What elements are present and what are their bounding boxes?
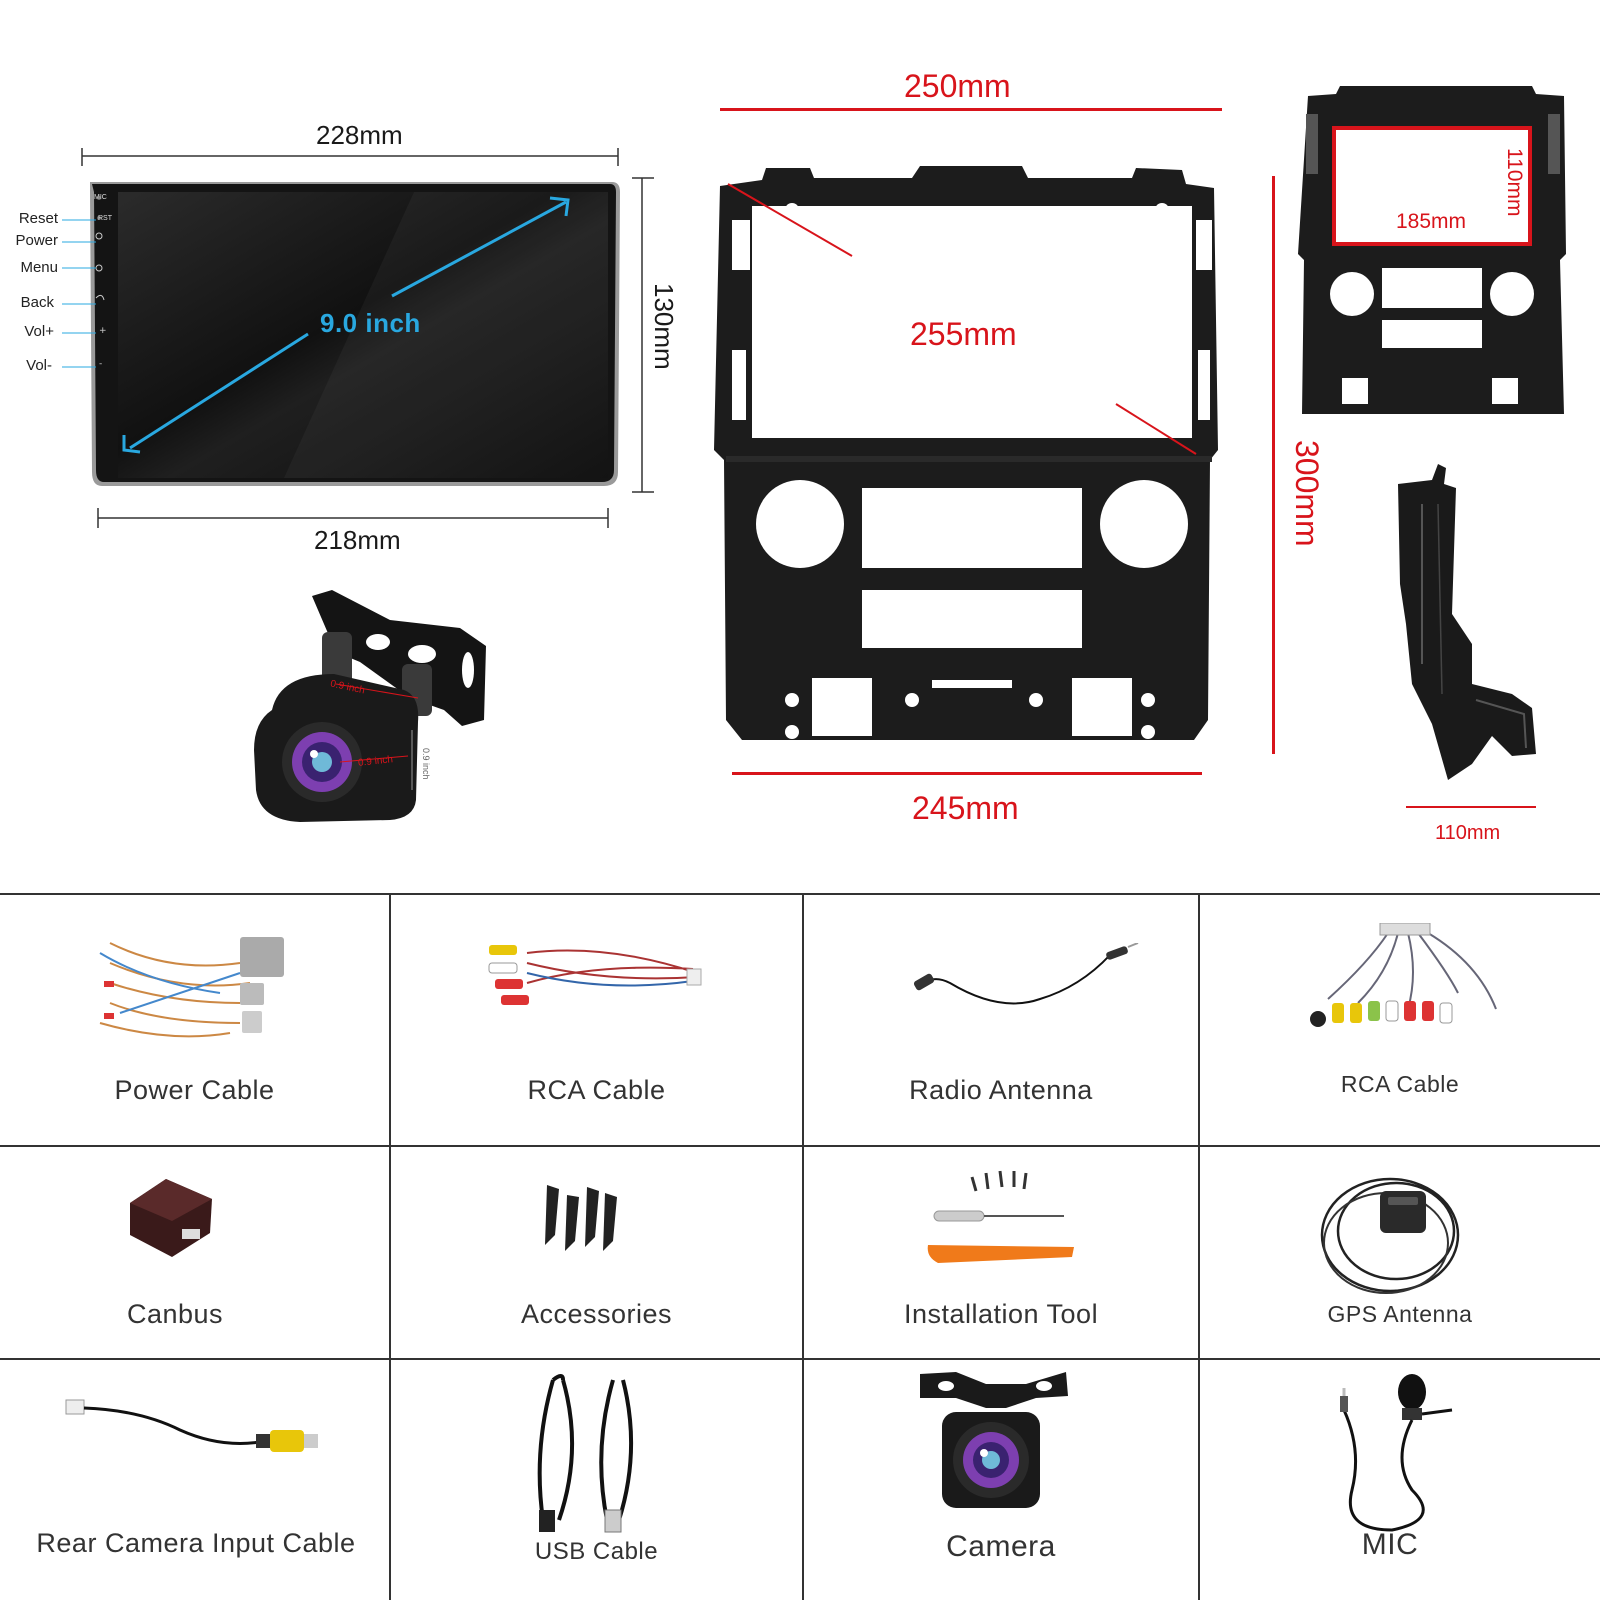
item-label: GPS Antenna bbox=[1327, 1301, 1473, 1327]
item-canbus: Canbus bbox=[0, 1147, 389, 1358]
item-label: RCA Cable bbox=[1340, 1071, 1460, 1097]
reset-label: Reset bbox=[18, 210, 58, 227]
power-cable-icon bbox=[99, 937, 284, 1038]
head-unit-height: 130mm bbox=[649, 283, 679, 370]
item-label: RCA Cable bbox=[527, 1075, 666, 1105]
tool-icon bbox=[927, 1170, 1074, 1263]
grid-line-row-2 bbox=[0, 1358, 1600, 1360]
clips-icon bbox=[545, 1185, 617, 1251]
backup-camera-photo bbox=[254, 590, 486, 822]
camera-cable-icon bbox=[65, 1399, 318, 1452]
item-label: Installation Tool bbox=[903, 1299, 1099, 1329]
grid-line-top bbox=[0, 893, 1600, 895]
canbus-icon bbox=[130, 1179, 212, 1257]
small-frame-inner-height: 110mm bbox=[1503, 148, 1526, 217]
item-usb-cable: USB Cable bbox=[391, 1360, 802, 1600]
item-label: Radio Antenna bbox=[909, 1075, 1093, 1105]
vol-up-label: Vol+ bbox=[24, 323, 54, 340]
frame-bottom-width: 245mm bbox=[912, 790, 1019, 826]
usb-cable-icon bbox=[537, 1374, 634, 1533]
small-frame-photo bbox=[1298, 86, 1566, 414]
rca-cable-icon bbox=[488, 945, 702, 1005]
item-label: Rear Camera Input Cable bbox=[36, 1528, 356, 1558]
grid-line-col-2 bbox=[802, 893, 804, 1600]
mic-mark: MIC bbox=[94, 194, 107, 201]
camera-icon bbox=[920, 1372, 1068, 1508]
item-mic: MIC bbox=[1200, 1360, 1600, 1600]
radio-antenna-icon bbox=[913, 943, 1139, 1005]
rst-mark: RST bbox=[98, 215, 112, 222]
button-leader-lines bbox=[62, 219, 96, 368]
frame-height: 300mm bbox=[1289, 440, 1325, 547]
grid-line-col-3 bbox=[1198, 893, 1200, 1600]
head-unit-bottom-width: 218mm bbox=[314, 525, 401, 555]
back-label: Back bbox=[20, 294, 54, 311]
bottom-width-dimension-line bbox=[97, 508, 609, 528]
svg-text:-: - bbox=[99, 359, 102, 369]
item-rca-cable-2: RCA Cable bbox=[1200, 893, 1600, 1145]
item-installation-tool: Installation Tool bbox=[804, 1147, 1198, 1358]
grid-line-col-1 bbox=[389, 893, 391, 1600]
item-gps-antenna: GPS Antenna bbox=[1200, 1147, 1600, 1358]
item-accessories: Accessories bbox=[391, 1147, 802, 1358]
accessories-grid: Power Cable RCA Cable Radio Antenna bbox=[0, 893, 1600, 1600]
item-label: Accessories bbox=[520, 1299, 673, 1329]
grid-line-row-1 bbox=[0, 1145, 1600, 1147]
power-label: Power bbox=[15, 232, 58, 249]
mic-icon bbox=[1340, 1374, 1453, 1532]
menu-label: Menu bbox=[20, 259, 58, 276]
head-unit-top-width: 228mm bbox=[316, 120, 403, 150]
item-rear-camera-input-cable: Rear Camera Input Cable bbox=[0, 1360, 389, 1600]
item-power-cable: Power Cable bbox=[0, 893, 389, 1145]
frame-top-width: 250mm bbox=[904, 68, 1011, 104]
item-label: Camera bbox=[946, 1530, 1056, 1563]
rca-cable-icon bbox=[1310, 923, 1497, 1027]
item-camera: Camera bbox=[804, 1360, 1198, 1600]
small-frame-inner-width: 185mm bbox=[1396, 210, 1467, 233]
head-unit-screen: + - bbox=[90, 182, 620, 486]
frame-bottom-width-line bbox=[732, 772, 1202, 775]
bracket-width: 110mm bbox=[1435, 822, 1501, 844]
item-label: Power Cable bbox=[114, 1075, 275, 1105]
bracket-width-line bbox=[1406, 806, 1536, 808]
item-label: Canbus bbox=[126, 1299, 224, 1329]
height-dimension-line bbox=[632, 177, 654, 493]
gps-antenna-icon bbox=[1320, 1177, 1460, 1294]
vol-down-label: Vol- bbox=[26, 357, 52, 374]
dash-frame-photo bbox=[714, 166, 1218, 740]
frame-inner-diagonal: 255mm bbox=[910, 316, 1017, 352]
side-bracket-photo bbox=[1398, 464, 1536, 780]
frame-top-width-line bbox=[720, 108, 1222, 111]
diagonal-size: 9.0 inch bbox=[320, 308, 421, 338]
camera-dim-c: 0.9 inch bbox=[421, 748, 431, 780]
svg-text:+: + bbox=[99, 326, 107, 336]
item-label: MIC bbox=[1361, 1528, 1419, 1561]
item-radio-antenna: Radio Antenna bbox=[804, 893, 1198, 1145]
item-rca-cable-1: RCA Cable bbox=[391, 893, 802, 1145]
frame-height-line bbox=[1272, 176, 1275, 754]
item-label: USB Cable bbox=[534, 1538, 659, 1565]
top-width-dimension-line bbox=[81, 148, 619, 166]
